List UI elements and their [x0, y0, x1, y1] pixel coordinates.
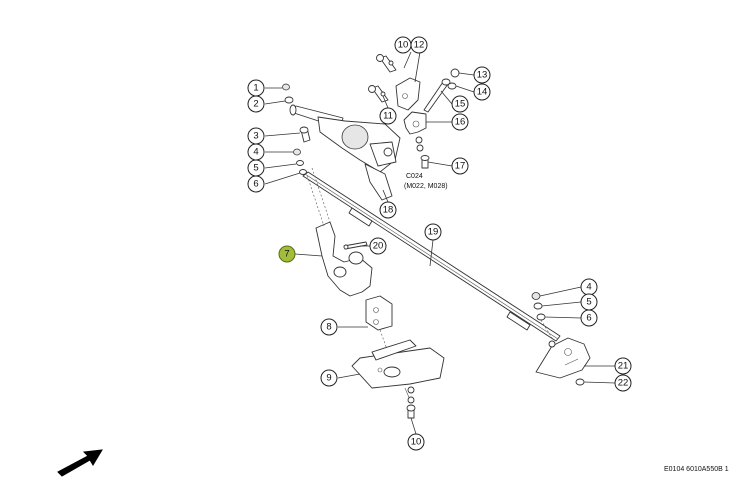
callout-20[interactable]: 20 [369, 237, 387, 255]
callout-5-right[interactable]: 5 [580, 293, 598, 311]
callout-4-left-label: 4 [253, 147, 258, 158]
callout-10-top-label: 10 [398, 40, 409, 51]
callout-21-label: 21 [618, 361, 629, 372]
callout-1-label: 1 [253, 83, 258, 94]
callout-4-left[interactable]: 4 [247, 143, 265, 161]
annotation-models: (M022, M028) [404, 183, 448, 190]
tie-rod [302, 171, 561, 342]
callout-6-right[interactable]: 6 [580, 309, 598, 327]
callout-9-label: 9 [326, 373, 331, 384]
callout-4-right[interactable]: 4 [580, 278, 598, 296]
callout-6-right-label: 6 [586, 313, 591, 324]
callout-11[interactable]: 11 [379, 107, 397, 125]
callout-16-label: 16 [455, 117, 466, 128]
callout-1[interactable]: 1 [247, 79, 265, 97]
callout-5-right-label: 5 [586, 297, 591, 308]
annotation-code: C024 [406, 173, 423, 180]
callout-14-label: 14 [477, 87, 488, 98]
callout-19[interactable]: 19 [424, 223, 442, 241]
callout-2-label: 2 [253, 99, 258, 110]
callout-5-left[interactable]: 5 [247, 159, 265, 177]
callout-12-label: 12 [414, 40, 425, 51]
callout-3[interactable]: 3 [247, 127, 265, 145]
callout-8-label: 8 [326, 322, 331, 333]
callout-6-left[interactable]: 6 [247, 175, 265, 193]
callout-20-label: 20 [373, 241, 384, 252]
steering-column [289, 104, 401, 201]
callout-10-top[interactable]: 10 [394, 36, 412, 54]
callout-17-label: 17 [455, 161, 466, 172]
callout-13-label: 13 [477, 70, 488, 81]
callout-21[interactable]: 21 [614, 357, 632, 375]
callout-14[interactable]: 14 [473, 83, 491, 101]
callout-18[interactable]: 18 [379, 201, 397, 219]
left-hardware [282, 83, 311, 175]
callout-5-left-label: 5 [253, 163, 258, 174]
pitman-arm [535, 337, 591, 386]
callout-11-label: 11 [383, 111, 393, 122]
callout-17[interactable]: 17 [451, 157, 469, 175]
callout-10-bottom[interactable]: 10 [407, 433, 425, 451]
callout-2[interactable]: 2 [247, 95, 265, 113]
callout-4-right-label: 4 [586, 282, 591, 293]
leader-lines [264, 51, 616, 435]
callout-12[interactable]: 12 [410, 36, 428, 54]
callout-18-label: 18 [383, 205, 394, 216]
callout-7-label: 7 [284, 249, 289, 260]
callout-16[interactable]: 16 [451, 113, 469, 131]
upper-bracket [368, 54, 421, 111]
parts-drawing [57, 54, 591, 477]
callout-6-left-label: 6 [253, 179, 258, 190]
pin-and-nuts [423, 68, 460, 113]
footer-code: E0104 6010A550B 1 [664, 466, 729, 473]
plate [351, 339, 445, 401]
lower-hardware [406, 386, 416, 419]
callout-9[interactable]: 9 [320, 369, 338, 387]
right-hardware [531, 292, 553, 339]
callout-3-label: 3 [253, 131, 258, 142]
callouts: 1 2 3 4 5 6 7 8 9 10 11 12 13 14 15 16 1… [247, 36, 632, 451]
callout-19-label: 19 [428, 227, 439, 238]
callout-13[interactable]: 13 [473, 66, 491, 84]
callout-10-bottom-label: 10 [411, 437, 422, 448]
lever-arm [305, 167, 373, 297]
callout-22-label: 22 [618, 378, 629, 389]
callout-8[interactable]: 8 [320, 318, 338, 336]
clamp [403, 111, 427, 135]
direction-arrow-icon [57, 449, 103, 477]
callout-22[interactable]: 22 [614, 374, 632, 392]
washers-17 [415, 136, 430, 169]
callout-7-highlighted[interactable]: 7 [278, 245, 296, 263]
callout-15-label: 15 [455, 99, 466, 110]
block [365, 295, 393, 353]
callout-15[interactable]: 15 [451, 95, 469, 113]
